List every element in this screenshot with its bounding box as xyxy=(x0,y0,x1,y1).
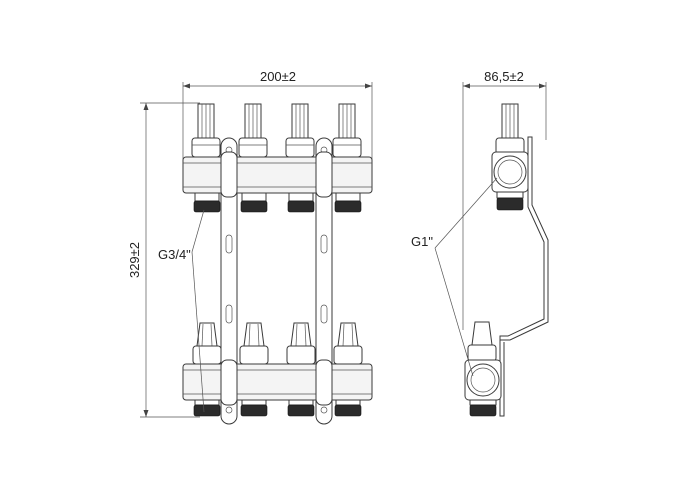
support-bracket-right xyxy=(315,137,333,425)
outlet-thread-callout-label: G3/4" xyxy=(158,247,191,262)
outlet-thread-callout: G3/4" xyxy=(158,209,205,413)
support-bracket-left xyxy=(220,137,238,425)
lower-outlet-thread-1 xyxy=(193,399,221,417)
upper-outlet-thread-4 xyxy=(334,192,362,213)
bracket-clamp-upper-right xyxy=(315,151,333,198)
lower-outlet-thread-4 xyxy=(334,399,362,417)
side-upper-pipe xyxy=(491,151,529,211)
bracket-clamp-lower-left xyxy=(220,359,238,406)
bracket-clamp-upper-left xyxy=(220,151,238,198)
main-thread-callout-label: G1" xyxy=(411,234,433,249)
lower-manifold-bar xyxy=(182,363,373,401)
width-dimension: 200±2 xyxy=(182,69,373,160)
lower-valve-cap-1 xyxy=(192,322,222,365)
upper-manifold-bar xyxy=(182,156,373,194)
main-thread-callout: G1" xyxy=(411,177,498,377)
width-dimension-label: 200±2 xyxy=(260,69,296,84)
depth-dimension-label: 86,5±2 xyxy=(484,69,524,84)
lower-valve-cap-2 xyxy=(239,322,269,365)
height-dimension: 329±2 xyxy=(127,102,200,418)
lower-valve-cap-4 xyxy=(333,322,363,365)
upper-flowmeter-1 xyxy=(191,103,221,158)
front-view: 200±2 329±2 xyxy=(127,69,373,425)
upper-outlet-thread-2 xyxy=(240,192,268,213)
upper-flowmeter-4 xyxy=(332,103,362,158)
side-lower-valve-cap xyxy=(467,321,497,362)
lower-outlet-thread-2 xyxy=(240,399,268,417)
depth-dimension: 86,5±2 xyxy=(462,69,547,330)
upper-flowmeter-3 xyxy=(285,103,315,158)
upper-outlet-thread-1 xyxy=(193,192,221,213)
lower-outlet-thread-3 xyxy=(287,399,315,417)
side-lower-pipe xyxy=(464,359,502,417)
upper-outlet-thread-3 xyxy=(287,192,315,213)
height-dimension-label: 329±2 xyxy=(127,242,142,278)
bracket-clamp-lower-right xyxy=(315,359,333,406)
side-view: 86,5±2 xyxy=(411,69,549,417)
lower-valve-cap-3 xyxy=(286,322,316,365)
side-upper-flowmeter xyxy=(495,103,525,157)
upper-flowmeter-2 xyxy=(238,103,268,158)
